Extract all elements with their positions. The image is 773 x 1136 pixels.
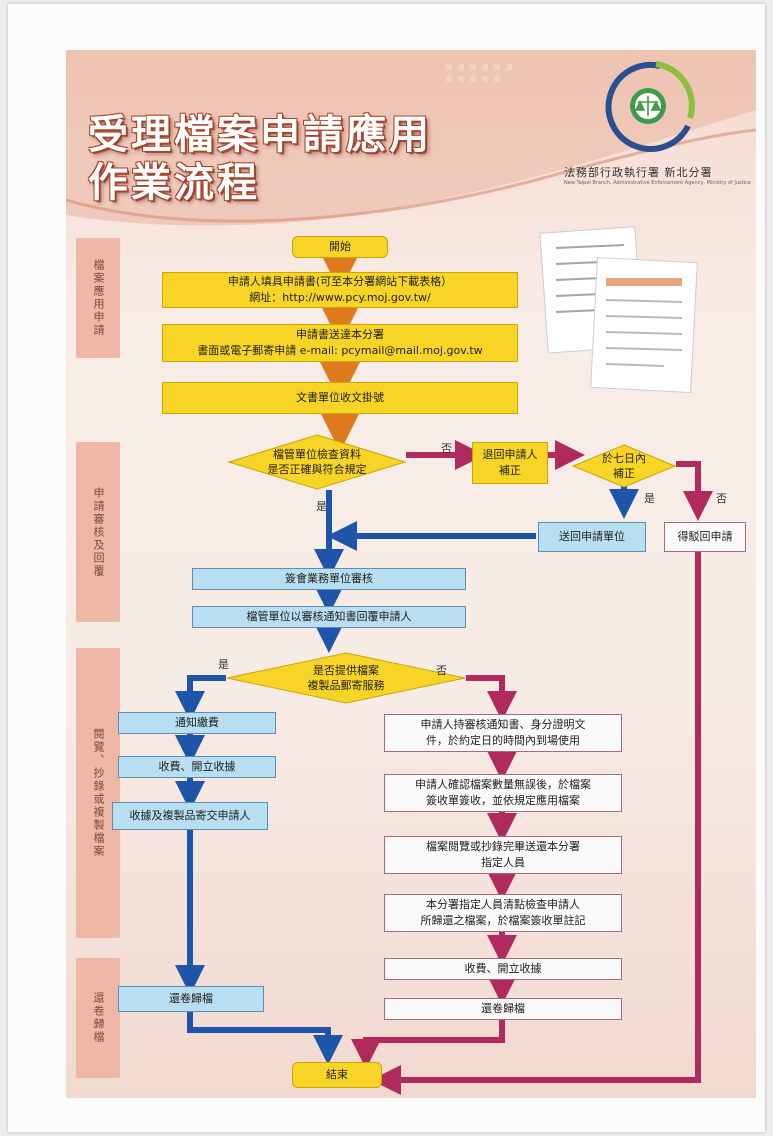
agency-name: 法務部行政執行署 新北分署 bbox=[564, 166, 713, 179]
send-copy-text: 收據及複製品寄交申請人 bbox=[129, 809, 251, 822]
flowchart-poster: 受理檔案申請應用 作業流程 法務部行政執行署 新北分署 New Taipei B… bbox=[66, 50, 756, 1098]
mail-decision-text: 是否提供檔案複製品郵寄服務 bbox=[307, 664, 385, 692]
inspect-text-1: 本分署指定人員清點檢查申請人 bbox=[426, 898, 580, 911]
no-label-within7: 否 bbox=[716, 492, 727, 505]
yes-label-within7: 是 bbox=[644, 492, 655, 505]
end-node: 結束 bbox=[292, 1062, 382, 1088]
section-label-archive: 還卷歸檔 bbox=[92, 992, 105, 1044]
fill-form-text: 申請人填具申請書(可至本分署網站下載表格） bbox=[227, 275, 453, 288]
start-node: 開始 bbox=[292, 236, 388, 258]
section-band-archive: 還卷歸檔 bbox=[76, 958, 120, 1078]
poster-title-line1: 受理檔案申請應用 bbox=[88, 111, 432, 158]
check-decision: 檔管單位檢查資料是否正確與符合規定 bbox=[228, 434, 406, 490]
yes-label-mail: 是 bbox=[218, 658, 229, 671]
confirm-step: 申請人確認檔案數量無誤後，於檔案 簽收單簽收，並依規定應用檔案 bbox=[384, 774, 622, 812]
archive-right-text: 還卷歸檔 bbox=[481, 1002, 525, 1015]
return-applicant-fix: 補正 bbox=[499, 464, 521, 477]
archive-right-step: 還卷歸檔 bbox=[384, 998, 622, 1020]
return-files-text-1: 檔案閱覽或抄錄完畢送還本分署 bbox=[426, 840, 580, 853]
section-label-review: 申請審核及回覆 bbox=[92, 486, 105, 578]
start-label: 開始 bbox=[329, 240, 351, 253]
notify-text: 檔管單位以審核通知書回覆申請人 bbox=[246, 610, 412, 623]
inspect-text-2: 所歸還之檔案，於檔案簽收單註記 bbox=[420, 914, 586, 927]
within7-decision: 於七日內補正 bbox=[572, 444, 676, 488]
within7-text: 於七日內補正 bbox=[602, 452, 646, 480]
register-step: 文書單位收文掛號 bbox=[162, 382, 518, 414]
end-label: 結束 bbox=[326, 1068, 348, 1081]
confirm-text-2: 簽收單簽收，並依規定應用檔案 bbox=[426, 794, 580, 807]
agency-logo-icon bbox=[605, 61, 695, 152]
co-review-text: 簽會業務單位審核 bbox=[285, 572, 373, 585]
receipt-right-text: 收費、開立收據 bbox=[464, 962, 542, 975]
notify-step: 檔管單位以審核通知書回覆申請人 bbox=[192, 606, 466, 628]
visit-text-1: 申請人持審核通知書、身分證明文 bbox=[420, 718, 586, 731]
resend-text: 送回申請單位 bbox=[559, 530, 625, 543]
co-review-step: 簽會業務單位審核 bbox=[192, 568, 466, 590]
pay-notice-text: 通知繳費 bbox=[175, 716, 219, 729]
receipt-right-step: 收費、開立收據 bbox=[384, 958, 622, 980]
visit-step: 申請人持審核通知書、身分證明文 件，於約定日的時間內到場使用 bbox=[384, 714, 622, 752]
resend-step: 送回申請單位 bbox=[538, 522, 646, 552]
fill-form-step: 申請人填具申請書(可至本分署網站下載表格） 網址：http://www.pcy.… bbox=[162, 272, 518, 308]
fill-form-url: 網址：http://www.pcy.moj.gov.tw/ bbox=[249, 291, 431, 304]
return-applicant-text: 退回申請人 bbox=[482, 448, 538, 461]
poster-title-line2: 作業流程 bbox=[88, 159, 260, 206]
submit-text: 申請書送達本分署 bbox=[296, 328, 384, 341]
section-band-access: 閱覽、抄錄或複製檔案 bbox=[76, 648, 120, 938]
agency-english-name: New Taipei Branch, Administrative Enforc… bbox=[564, 180, 751, 186]
documents-illustration bbox=[539, 226, 698, 394]
return-files-step: 檔案閱覽或抄錄完畢送還本分署 指定人員 bbox=[384, 836, 622, 874]
receipt-left-step: 收費、開立收據 bbox=[118, 756, 276, 778]
yes-label-check: 是 bbox=[316, 500, 327, 513]
photo-frame: 受理檔案申請應用 作業流程 法務部行政執行署 新北分署 New Taipei B… bbox=[8, 4, 765, 1132]
no-label-mail: 否 bbox=[436, 664, 447, 677]
submit-email: 書面或電子郵寄申請 e-mail: pcymail@mail.moj.gov.t… bbox=[197, 344, 483, 357]
section-label-access: 閱覽、抄錄或複製檔案 bbox=[92, 728, 105, 858]
section-band-apply: 檔案應用申請 bbox=[76, 238, 120, 358]
register-text: 文書單位收文掛號 bbox=[296, 391, 384, 404]
visit-text-2: 件，於約定日的時間內到場使用 bbox=[426, 734, 580, 747]
send-copy-step: 收據及複製品寄交申請人 bbox=[112, 802, 268, 830]
archive-left-step: 還卷歸檔 bbox=[118, 986, 264, 1012]
reject-text: 得駁回申請 bbox=[677, 530, 733, 543]
no-label-check: 否 bbox=[441, 442, 452, 455]
return-applicant-step: 退回申請人 補正 bbox=[472, 442, 548, 484]
reject-step: 得駁回申請 bbox=[664, 522, 746, 552]
submit-step: 申請書送達本分署 書面或電子郵寄申請 e-mail: pcymail@mail.… bbox=[162, 324, 518, 362]
receipt-left-text: 收費、開立收據 bbox=[158, 760, 236, 773]
inspect-step: 本分署指定人員清點檢查申請人 所歸還之檔案，於檔案簽收單註記 bbox=[384, 894, 622, 932]
mail-decision: 是否提供檔案複製品郵寄服務 bbox=[226, 652, 466, 704]
return-files-text-2: 指定人員 bbox=[481, 856, 525, 869]
section-band-review: 申請審核及回覆 bbox=[76, 442, 120, 622]
header-wave bbox=[66, 50, 756, 226]
section-label-apply: 檔案應用申請 bbox=[92, 259, 105, 337]
pay-notice-step: 通知繳費 bbox=[118, 712, 276, 734]
archive-left-text: 還卷歸檔 bbox=[169, 992, 213, 1005]
check-decision-text: 檔管單位檢查資料是否正確與符合規定 bbox=[267, 448, 367, 476]
confirm-text-1: 申請人確認檔案數量無誤後，於檔案 bbox=[415, 778, 591, 791]
